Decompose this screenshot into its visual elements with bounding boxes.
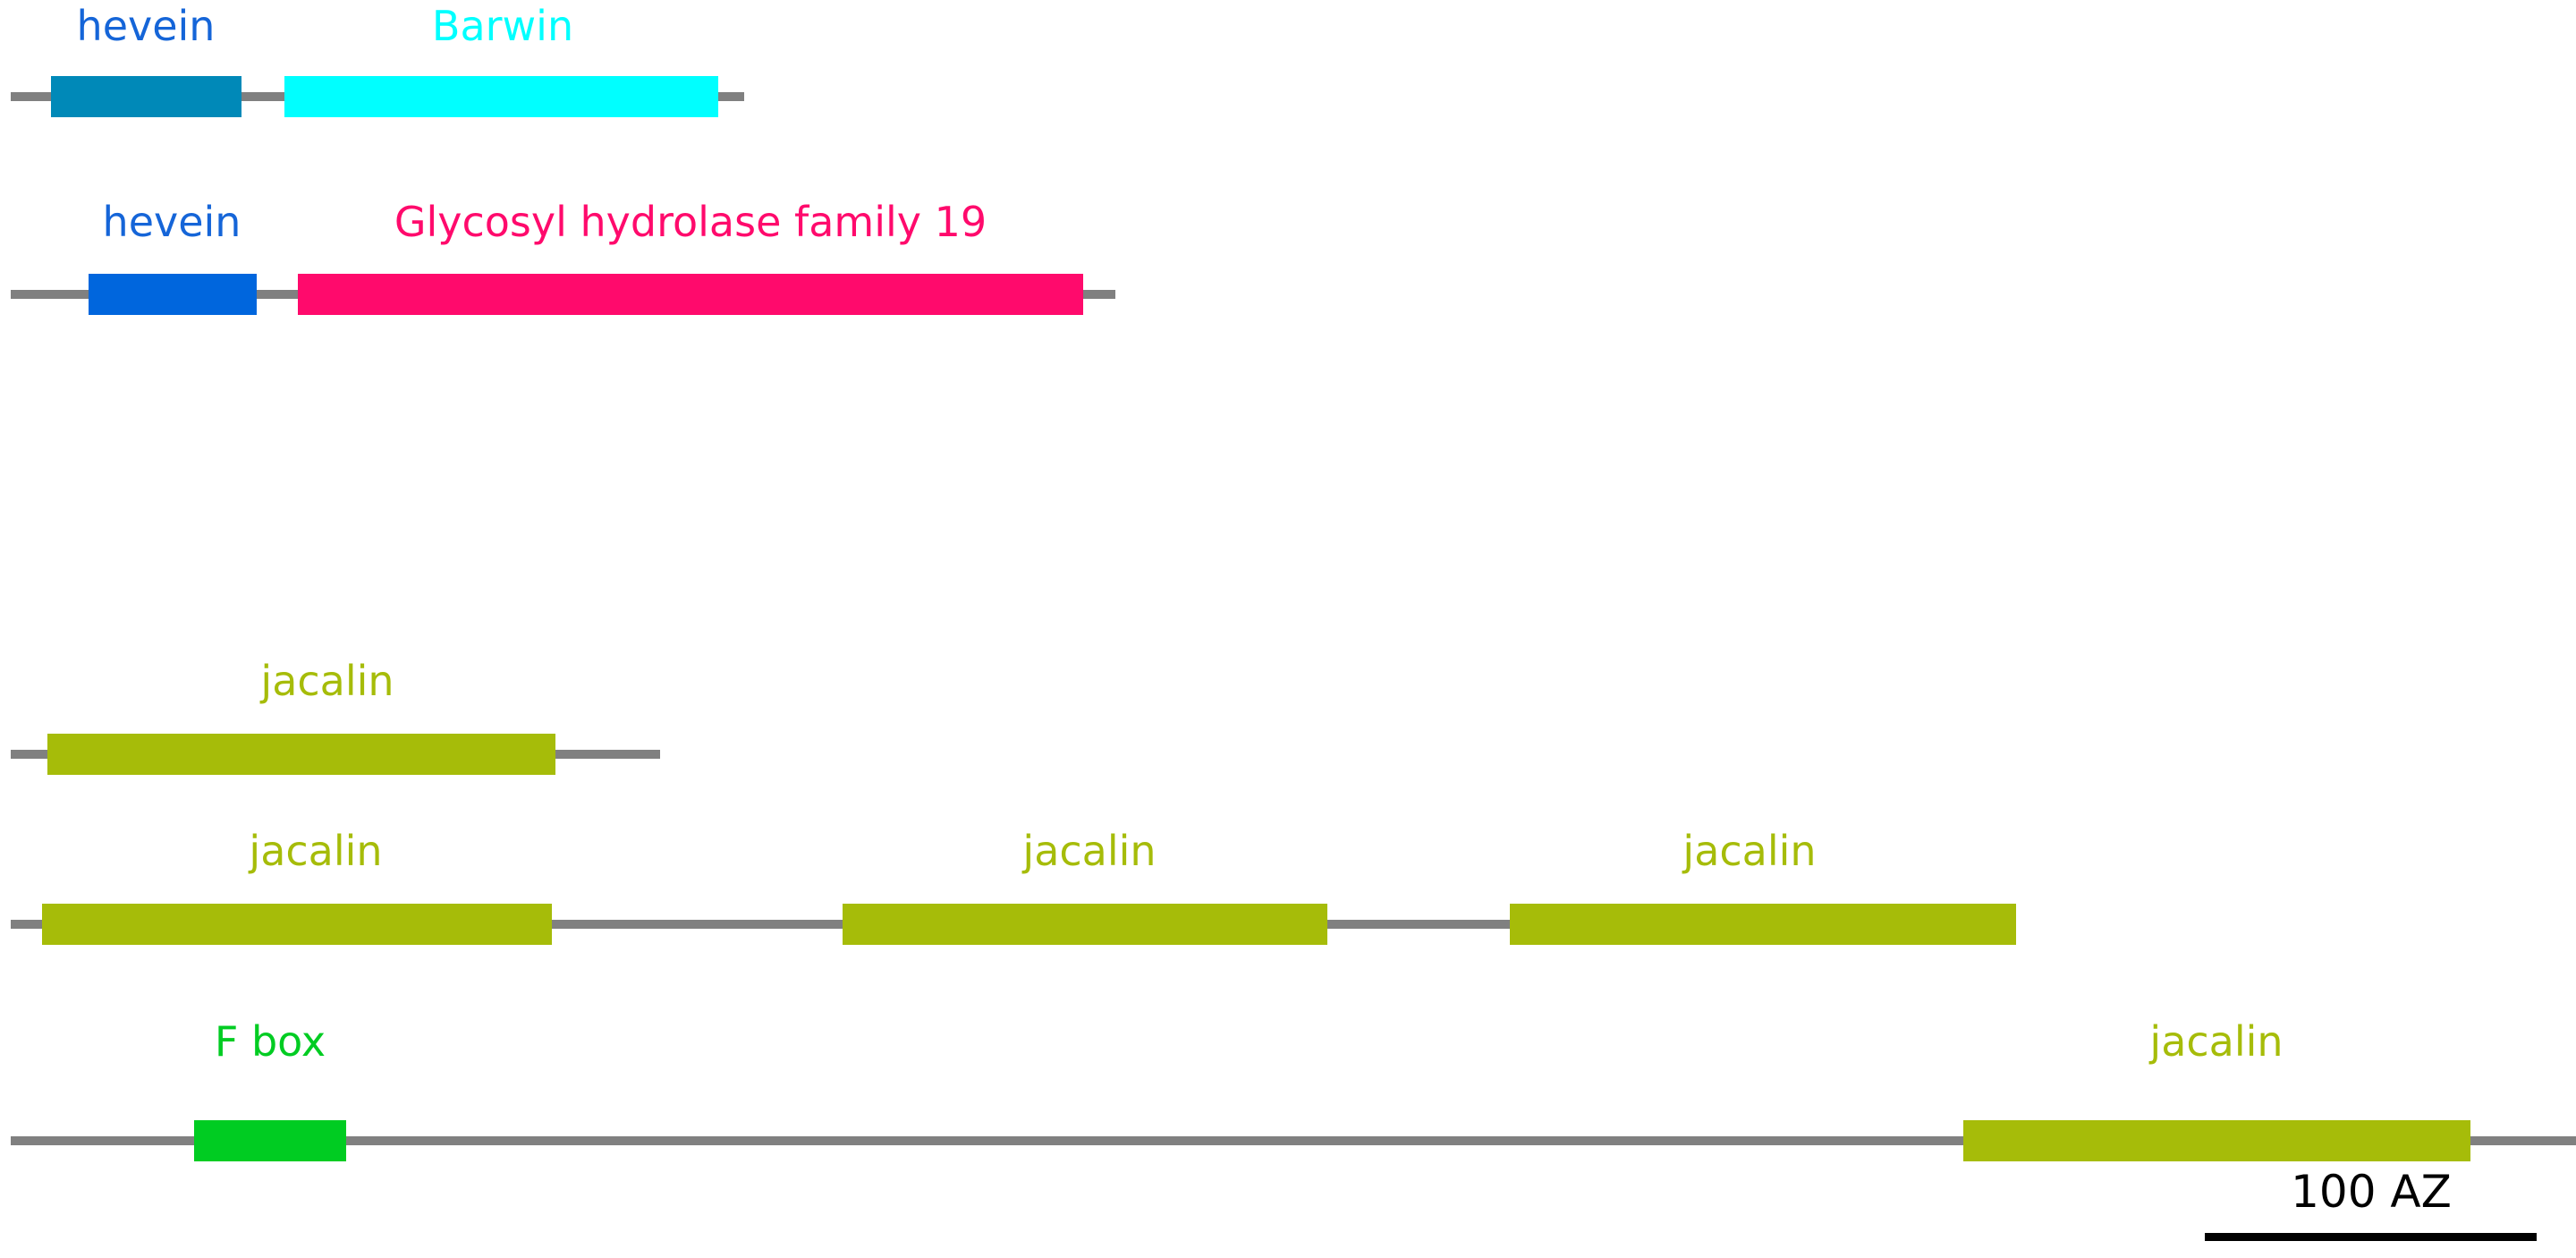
domain-label-f-box: F box	[214, 1017, 326, 1066]
domain-label-glycosyl-hydrolase-family-19: Glycosyl hydrolase family 19	[394, 198, 987, 246]
domain-box-hevein[interactable]	[51, 76, 242, 117]
domain-box-f-box[interactable]	[194, 1120, 346, 1161]
domain-box-jacalin[interactable]	[42, 904, 552, 945]
domain-box-barwin[interactable]	[284, 76, 718, 117]
domain-label-jacalin: jacalin	[260, 657, 394, 705]
domain-label-barwin: Barwin	[431, 2, 574, 50]
scalebar-label: 100 AZ	[2291, 1166, 2452, 1218]
domain-label-hevein: hevein	[102, 198, 242, 246]
domain-label-hevein: hevein	[76, 2, 216, 50]
domain-box-jacalin[interactable]	[1963, 1120, 2470, 1161]
domain-box-glycosyl-hydrolase-family-19[interactable]	[298, 274, 1083, 315]
domain-box-hevein[interactable]	[89, 274, 257, 315]
domain-box-jacalin[interactable]	[843, 904, 1327, 945]
domain-box-jacalin[interactable]	[1510, 904, 2016, 945]
scalebar-line	[2205, 1233, 2537, 1241]
domain-label-jacalin: jacalin	[1682, 827, 1817, 875]
protein-backbone-line	[11, 1136, 2576, 1145]
domain-box-jacalin[interactable]	[47, 734, 555, 775]
domain-label-jacalin: jacalin	[1022, 827, 1157, 875]
domain-label-jacalin: jacalin	[2149, 1017, 2284, 1066]
domain-label-jacalin: jacalin	[249, 827, 383, 875]
